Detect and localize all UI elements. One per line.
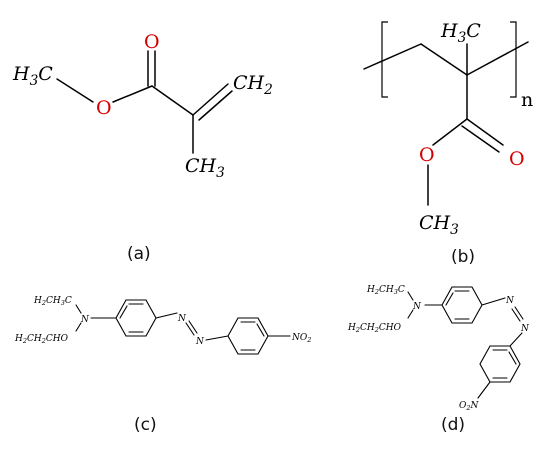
bond-c-ring-azo [155, 312, 178, 319]
bond-a-methyl-o [56, 78, 94, 103]
bond-a-c-alpha [151, 85, 194, 116]
ring-d-1-inner-c [445, 292, 454, 306]
label-b-h3c: H3C [440, 20, 481, 46]
label-d-azo-n-bottom: N [520, 324, 530, 334]
caption-c: (c) [134, 415, 157, 435]
bond-b-backbone-right [466, 41, 529, 76]
caption-a: (a) [127, 244, 151, 264]
label-a-o-carbonyl: O [144, 31, 160, 53]
ring-c-1 [115, 299, 157, 337]
label-d-azo-n-top: N [505, 296, 515, 306]
label-b-ch3: CH3 [419, 212, 459, 238]
label-a-h3c: H3C [12, 63, 53, 89]
panel-b-pmma: H3C n O O CH3 (b) [363, 20, 533, 267]
bond-d-azo-ring [509, 332, 523, 347]
label-a-ch2: CH2 [233, 72, 273, 98]
bond-d-azo-double-2 [514, 306, 524, 320]
bond-c-n-lower [75, 322, 82, 332]
bond-d-ring-azo [481, 297, 506, 306]
label-a-o-ester: O [96, 97, 112, 119]
bond-c-n-upper [75, 304, 82, 314]
label-c-amine-n: N [80, 315, 90, 325]
bond-a-o-carbonyl-c [112, 85, 153, 103]
label-c-upper-chain: H2CH3C [33, 296, 72, 307]
bond-b-carbonyl-double-2 [461, 125, 500, 153]
bond-d-n-upper [407, 291, 414, 301]
label-c-lower-chain: H2CH2CHO [14, 334, 69, 345]
label-c-nitro: NO2 [291, 333, 311, 344]
panel-c-trans-azo-dye: H2CH3C H2CH2CHO N N N NO2 (c) [14, 296, 311, 435]
bond-d-ring-nitro [477, 381, 491, 399]
bond-c-azo-double-2 [188, 320, 198, 334]
bond-a-vinyl-double-1 [192, 83, 229, 116]
label-d-nitro: O2N [459, 401, 480, 412]
label-d-lower-chain: H2CH2CHO [347, 323, 402, 334]
bracket-b-right [510, 21, 517, 98]
panel-a-methyl-methacrylate: H3C O O CH2 CH3 (a) [12, 31, 273, 264]
bond-a-vinyl-double-2 [198, 90, 233, 121]
label-a-ch3: CH3 [185, 155, 225, 181]
bracket-b-left [381, 21, 388, 98]
bond-b-c-o [432, 118, 468, 146]
label-b-repeat-n: n [521, 89, 533, 111]
bond-c-azo-ring [205, 335, 229, 341]
label-c-azo-n-top: N [177, 314, 187, 324]
caption-d: (d) [441, 415, 465, 435]
caption-b: (b) [451, 247, 475, 267]
ring-c-2-inner-c [256, 323, 265, 337]
label-d-upper-chain: H2CH3C [366, 285, 405, 296]
bond-c-azo-double-1 [185, 322, 195, 336]
ring-c-2 [227, 317, 269, 355]
bond-d-azo-double-1 [511, 308, 521, 322]
bond-b-backbone-left [363, 43, 422, 70]
ring-d-2-inner-c [508, 351, 517, 365]
bond-d-n-lower [407, 309, 414, 319]
ring-d-2 [479, 345, 521, 383]
label-c-azo-n-bottom: N [195, 337, 205, 347]
bond-b-carbonyl-double-1 [466, 118, 504, 146]
label-d-amine-n: N [412, 302, 422, 312]
ring-c-1-inner-c [119, 305, 128, 319]
bond-b-backbone-mid [420, 43, 468, 76]
label-b-o-ester: O [419, 144, 435, 166]
ring-d-1 [441, 286, 483, 324]
label-b-o-carbonyl: O [509, 148, 525, 170]
panel-d-cis-azo-dye: H2CH3C H2CH2CHO N N N O2N (d) [347, 285, 530, 435]
